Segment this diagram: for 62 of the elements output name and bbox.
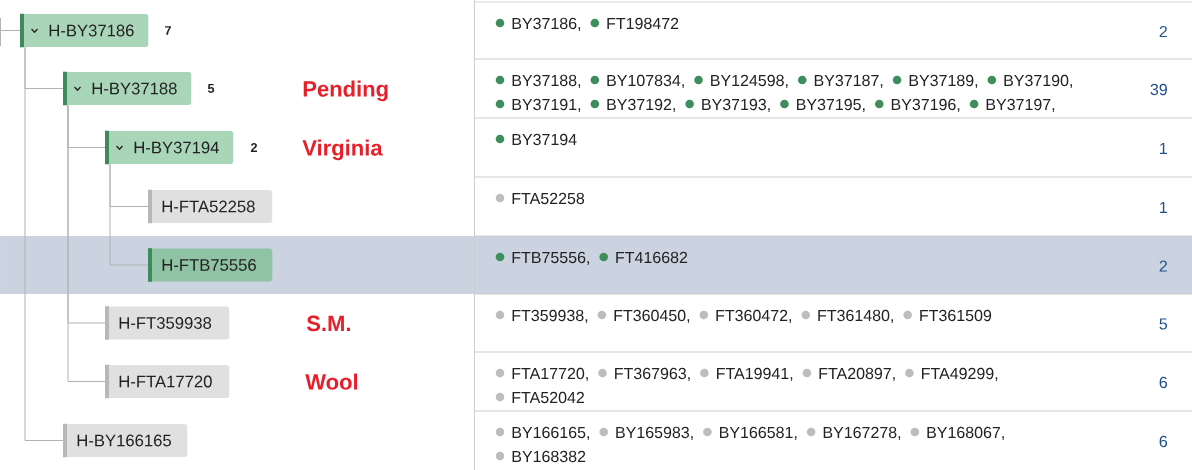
tree-connector xyxy=(67,104,106,382)
count-value: 1 xyxy=(1160,143,1167,154)
tree-node-box: H-BY37186 xyxy=(20,13,149,48)
sample-id: FTA49299, xyxy=(922,367,998,382)
sample-id: FTA52042 xyxy=(512,391,584,404)
sample-id: BY37196, xyxy=(891,98,960,113)
count-value: 6 xyxy=(1159,376,1168,389)
tree-connector xyxy=(109,163,149,266)
count-value: 6 xyxy=(1159,435,1168,448)
annotation-text: S.M. xyxy=(306,315,350,332)
tree-node-box: H-BY37194 xyxy=(105,130,234,165)
sample-id: BY37189, xyxy=(909,74,978,89)
sample-id: FT198472 xyxy=(607,17,679,30)
sample-id: FT361480, xyxy=(818,309,893,324)
sample-id: BY107834, xyxy=(607,74,684,89)
sample-id: FTA19941, xyxy=(717,367,793,382)
sample-id: BY37191, xyxy=(512,98,581,113)
child-count: 5 xyxy=(207,84,215,93)
sample-id: BY168067, xyxy=(927,426,1004,441)
count-value: 5 xyxy=(1159,318,1168,330)
sample-id: BY37190, xyxy=(1004,74,1072,89)
sample-id: FTA17720, xyxy=(512,367,588,382)
tree-node-box: H-FT359938 xyxy=(105,306,230,340)
tree-node-box: H-FTA17720 xyxy=(105,364,230,399)
sample-id: BY37197, xyxy=(986,98,1055,113)
annotation-text: Virginia xyxy=(302,139,383,161)
sample-id: BY167278, xyxy=(823,426,901,441)
sample-id: BY37186, xyxy=(512,17,581,32)
sample-id: FTA20897, xyxy=(819,367,895,382)
count-value: 2 xyxy=(1159,25,1167,38)
child-count: 2 xyxy=(250,143,258,152)
sample-id: FT361509 xyxy=(920,309,992,322)
annotation-text: Pending xyxy=(303,80,388,102)
annotation-text: Wool xyxy=(305,373,358,390)
tree-connector xyxy=(0,30,21,31)
sample-id: BY37187, xyxy=(814,74,883,89)
sample-id: FT360450, xyxy=(614,309,690,324)
count-value: 39 xyxy=(1150,83,1167,96)
tree-node-box: H-FTA52258 xyxy=(148,189,273,224)
count-value: 1 xyxy=(1160,202,1167,213)
sample-id: BY37194 xyxy=(512,133,577,146)
tree-node-box: H-BY37188 xyxy=(63,71,192,106)
sample-id: BY37192, xyxy=(607,98,675,113)
sample-id: FT360472, xyxy=(716,309,792,324)
sample-id: FT367963, xyxy=(615,367,690,382)
sample-id: FT416682 xyxy=(616,251,688,264)
tree-connector xyxy=(24,46,64,441)
sample-id: BY37193, xyxy=(702,98,770,113)
sample-id: FT359938, xyxy=(512,309,588,324)
sample-id: BY37195, xyxy=(797,98,865,113)
sample-id: BY166165, xyxy=(512,426,589,441)
sample-id: FTA52258 xyxy=(512,192,585,205)
sample-id: BY165983, xyxy=(616,426,693,441)
sample-id: BY168382 xyxy=(512,450,586,463)
tree-node-box: H-BY166165 xyxy=(63,423,188,458)
sample-id: BY166581, xyxy=(720,426,797,441)
sample-id: FTB75556, xyxy=(512,251,589,266)
sample-id: BY37188, xyxy=(512,74,581,89)
sample-id: BY124598, xyxy=(711,74,788,89)
count-value: 2 xyxy=(1159,260,1167,272)
tree-node-box: H-FTB75556 xyxy=(148,248,273,282)
child-count: 7 xyxy=(165,26,171,35)
